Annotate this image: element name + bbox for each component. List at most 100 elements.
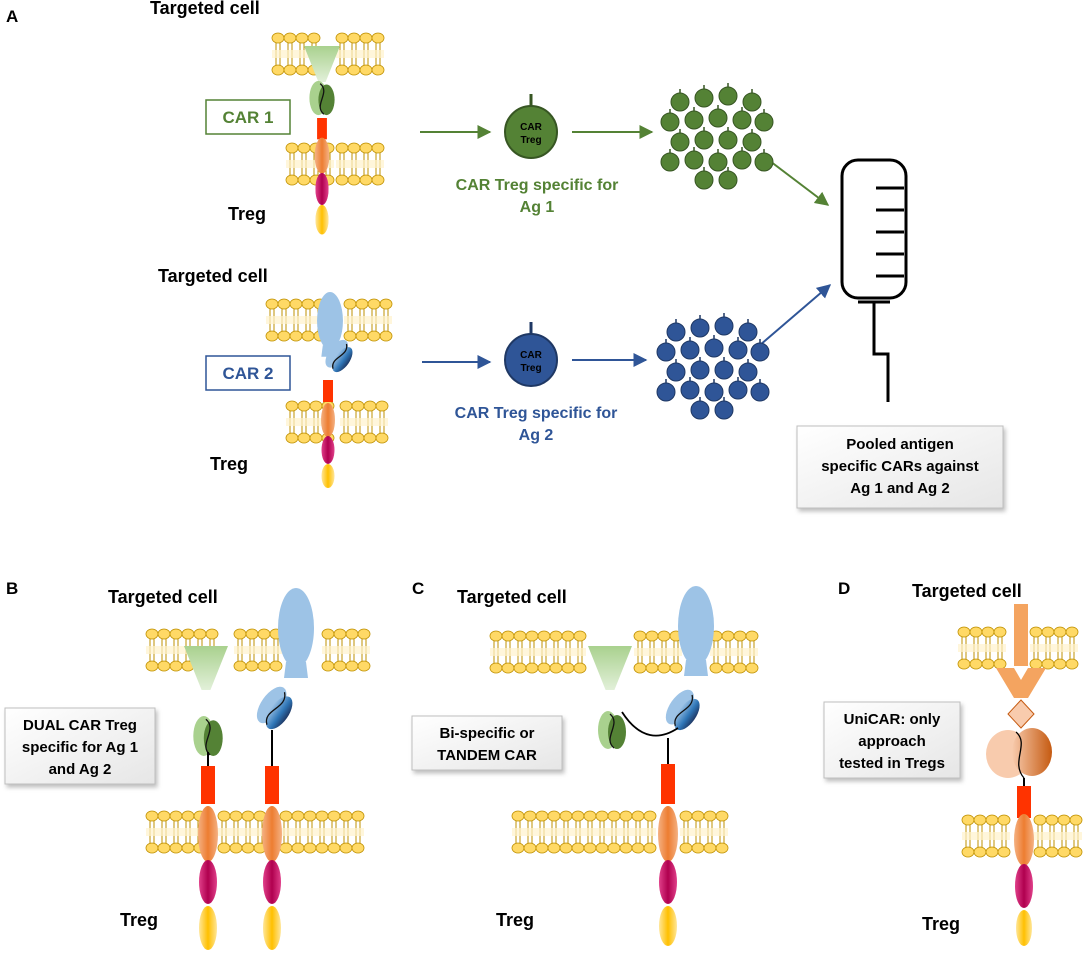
treg-label-b: Treg <box>120 910 158 930</box>
membrane-target-a1-left <box>271 32 321 76</box>
expanded-treg-cell <box>742 92 762 112</box>
car2-cd3z-a2 <box>321 436 335 464</box>
membrane-treg-a1-right <box>335 142 385 186</box>
treg-label-d: Treg <box>922 914 960 934</box>
expanded-treg-cell <box>694 88 714 108</box>
car2-box <box>205 355 291 391</box>
dual-car-box <box>4 707 156 785</box>
expanded-treg-cell <box>694 130 714 150</box>
expanded-treg-cell <box>718 130 738 150</box>
expanded-treg-cell <box>680 380 700 400</box>
car1-costim-a1 <box>315 139 329 173</box>
membrane-treg-b-3 <box>279 810 365 854</box>
car-treg1-label-line2: Treg <box>520 135 541 146</box>
treg-label-a1: Treg <box>228 204 266 224</box>
panel-letter-c: C <box>412 579 424 598</box>
expanded-green-treg-cluster <box>660 83 774 190</box>
expanded-treg-cell <box>754 112 774 132</box>
car-treg1-cell <box>504 105 558 159</box>
expanded-treg-cell <box>690 400 710 420</box>
expanded-treg-cell <box>750 342 770 362</box>
dual-car-box-line1: DUAL CAR Treg <box>23 717 137 734</box>
tm-domain-c <box>661 764 675 804</box>
expanded-treg-cell <box>714 316 734 336</box>
pooled-cars-box <box>796 425 1004 509</box>
tandem-car-box-line1: Bi-specific or <box>439 725 534 742</box>
expanded-treg-cell <box>690 360 710 380</box>
scfv-green-a1 <box>309 80 335 116</box>
membrane-target-c-2 <box>633 630 683 674</box>
expanded-treg-cell <box>684 110 704 130</box>
expanded-treg-cell <box>708 152 728 172</box>
unicar-box-line1: UniCAR: only <box>844 711 941 728</box>
car2-tm-a2 <box>323 380 333 402</box>
antigen-1-b <box>184 646 228 690</box>
car-treg1-label-line1: CAR <box>520 122 542 133</box>
car2-box-label: CAR 2 <box>222 364 273 383</box>
membrane-treg-a2-right <box>339 400 389 444</box>
tail-domain-b <box>263 906 281 950</box>
car1-caption-line1: CAR Treg specific for <box>456 177 619 194</box>
membrane-target-a2-right <box>343 298 393 342</box>
expanded-treg-cell <box>738 362 758 382</box>
expanded-treg-cell <box>656 342 676 362</box>
expanded-treg-cell <box>666 322 686 342</box>
membrane-target-d-1 <box>957 626 1007 670</box>
membrane-target-d-2 <box>1029 626 1079 670</box>
membrane-target-b-1 <box>145 628 219 672</box>
expanded-treg-cell <box>704 382 724 402</box>
expanded-treg-cell <box>742 132 762 152</box>
costim-domain-b <box>198 806 218 862</box>
antigen-1-c <box>588 646 632 690</box>
membrane-target-c-1 <box>489 630 587 674</box>
expanded-treg-cell <box>750 382 770 402</box>
cd3z-domain-b <box>263 860 281 904</box>
expanded-treg-cell <box>728 380 748 400</box>
treg-label-a2: Treg <box>210 454 248 474</box>
membrane-treg-b-1 <box>145 810 207 854</box>
tm-domain-b <box>265 766 279 804</box>
tail-domain-b <box>199 906 217 950</box>
tandem-car-box <box>411 715 563 771</box>
unicar-tag-d <box>1007 699 1035 729</box>
cd3z-domain-d <box>1015 864 1033 908</box>
expanded-treg-cell <box>680 340 700 360</box>
costim-domain-d <box>1014 814 1034 866</box>
car2-tail-a2 <box>321 464 335 488</box>
membrane-target-b-2 <box>233 628 283 672</box>
car1-caption-line2: Ag 1 <box>520 199 555 216</box>
car-receptors <box>184 46 1052 950</box>
tail-domain-c <box>659 906 677 946</box>
targeted-cell-label-b: Targeted cell <box>108 587 218 607</box>
expanded-treg-cell <box>732 110 752 130</box>
membrane-treg-d-2 <box>1033 814 1083 858</box>
expanded-treg-cell <box>732 150 752 170</box>
unicar-adapter-y-d <box>996 668 1046 698</box>
costim-domain-c <box>658 806 678 862</box>
targeted-cell-label-c: Targeted cell <box>457 587 567 607</box>
membrane-treg-c-2 <box>679 810 729 854</box>
expanded-treg-cell <box>660 152 680 172</box>
expanded-treg-cell <box>718 86 738 106</box>
cd3z-domain-c <box>659 860 677 904</box>
expanded-treg-cell <box>754 152 774 172</box>
expanded-treg-cell <box>738 322 758 342</box>
expanded-treg-cell <box>660 112 680 132</box>
expanded-treg-cell <box>728 340 748 360</box>
infusion-bag-icon <box>840 158 908 402</box>
car1-box <box>205 99 291 135</box>
pooled-box-line1: Pooled antigen <box>846 436 954 453</box>
panel-letter-b: B <box>6 579 18 598</box>
expanded-treg-cell <box>694 170 714 190</box>
dual-car-box-line3: and Ag 2 <box>49 761 112 778</box>
expanded-treg-cell <box>704 338 724 358</box>
expanded-treg-cell <box>714 360 734 380</box>
expanded-treg-cell <box>656 382 676 402</box>
tandem-linker-c <box>621 711 679 737</box>
antigen-2-b <box>278 588 314 678</box>
scfv-blue-c <box>665 689 700 731</box>
membrane-treg-d-1 <box>961 814 1011 858</box>
panel-letter-a: A <box>6 7 18 26</box>
dual-car-box-line2: specific for Ag 1 <box>22 739 138 756</box>
unicar-box-line3: tested in Tregs <box>839 755 945 772</box>
